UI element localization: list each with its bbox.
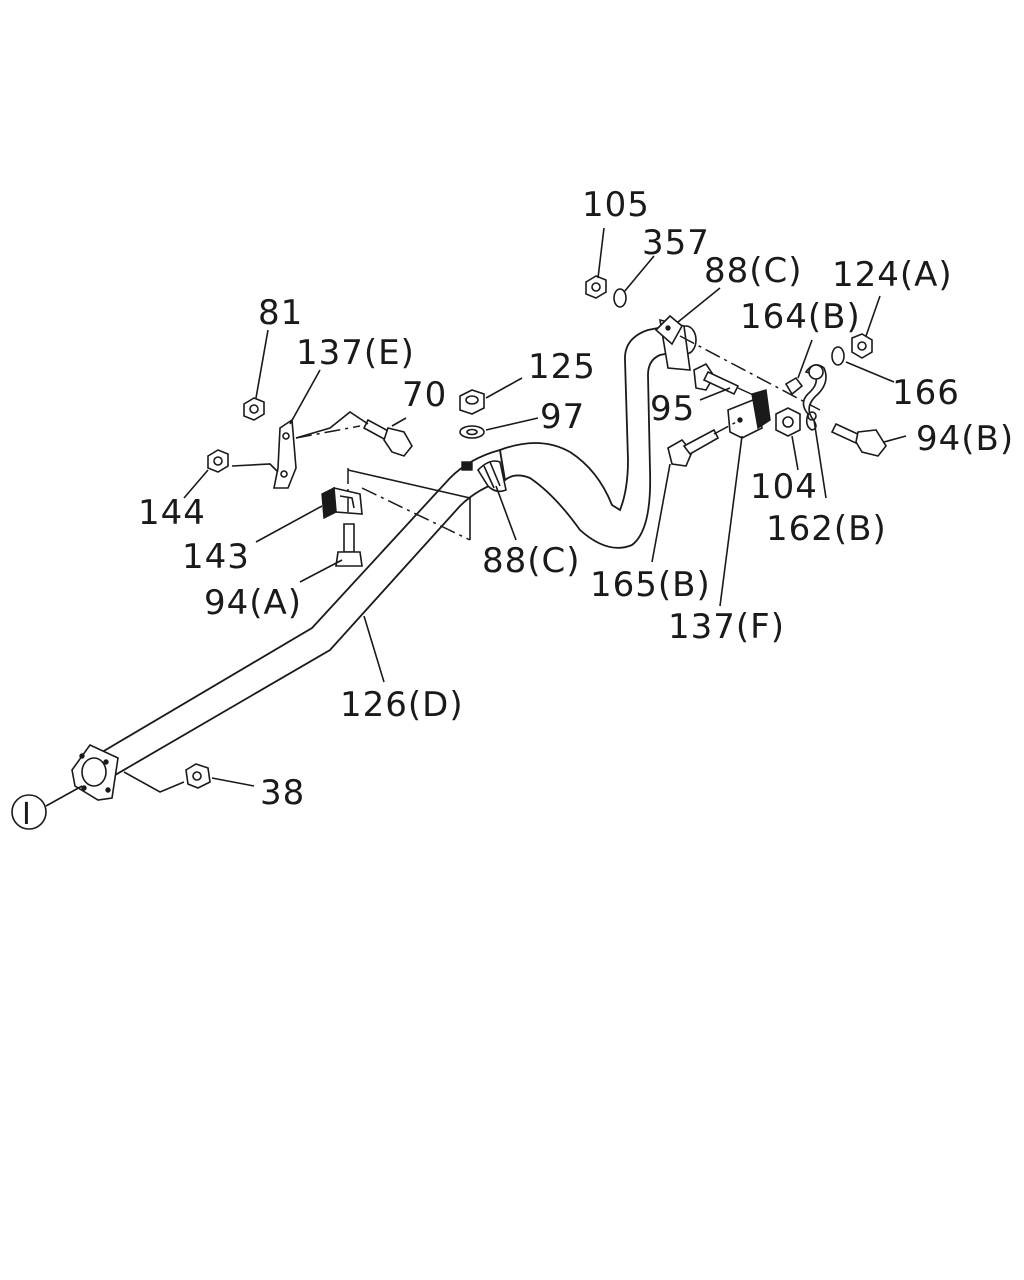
bolt-94b xyxy=(830,422,887,457)
label-164b: 164(B) xyxy=(740,297,861,337)
label-126d: 126(D) xyxy=(340,685,464,725)
label-94b: 94(B) xyxy=(916,419,1014,459)
bolt-70 xyxy=(362,418,413,457)
label-94a: 94(A) xyxy=(204,583,302,623)
label-144: 144 xyxy=(138,493,206,533)
label-137e: 137(E) xyxy=(296,333,415,373)
nut-81 xyxy=(243,397,265,421)
bolt-165b xyxy=(667,428,720,467)
bolt-95 xyxy=(693,362,740,396)
nut-125 xyxy=(459,389,485,415)
leader-lines xyxy=(45,227,907,807)
clamp-88c-mid xyxy=(461,460,507,493)
label-81: 81 xyxy=(258,293,303,333)
washer-166 xyxy=(831,346,845,366)
nut-144 xyxy=(207,449,229,473)
washer-97 xyxy=(459,425,485,439)
label-357: 357 xyxy=(642,223,710,263)
reference-marker-label: I xyxy=(22,797,32,832)
part-number-labels: 105 357 88(C) 124(A) 164(B) 166 81 137(E… xyxy=(138,185,1014,813)
label-105: 105 xyxy=(582,185,650,225)
label-97: 97 xyxy=(540,397,585,437)
hanger-162b xyxy=(802,364,827,431)
label-124a: 124(A) xyxy=(832,255,953,295)
reference-marker-i: I xyxy=(11,794,47,832)
clamp-88c-top xyxy=(654,314,684,346)
clip-143 xyxy=(321,486,363,520)
label-70: 70 xyxy=(402,375,447,415)
label-125: 125 xyxy=(528,347,596,387)
label-104: 104 xyxy=(750,467,818,507)
label-162b: 162(B) xyxy=(766,509,887,549)
label-38: 38 xyxy=(260,773,305,813)
label-166: 166 xyxy=(892,373,960,413)
nut-38 xyxy=(185,763,211,789)
exhaust-pipe-126d xyxy=(71,318,697,801)
label-88c-top: 88(C) xyxy=(704,251,803,291)
nut-104 xyxy=(775,407,801,437)
label-88c-mid: 88(C) xyxy=(482,541,581,581)
washer-357 xyxy=(613,288,627,308)
bracket-137f xyxy=(727,389,771,439)
nut-124a xyxy=(851,333,873,359)
bracket-137e xyxy=(273,418,297,489)
nut-105 xyxy=(585,275,607,299)
label-95: 95 xyxy=(650,389,695,429)
rubber-164b xyxy=(784,376,804,396)
label-143: 143 xyxy=(182,537,250,577)
label-137f: 137(F) xyxy=(668,607,785,647)
bolt-94a xyxy=(335,523,363,567)
label-165b: 165(B) xyxy=(590,565,711,605)
